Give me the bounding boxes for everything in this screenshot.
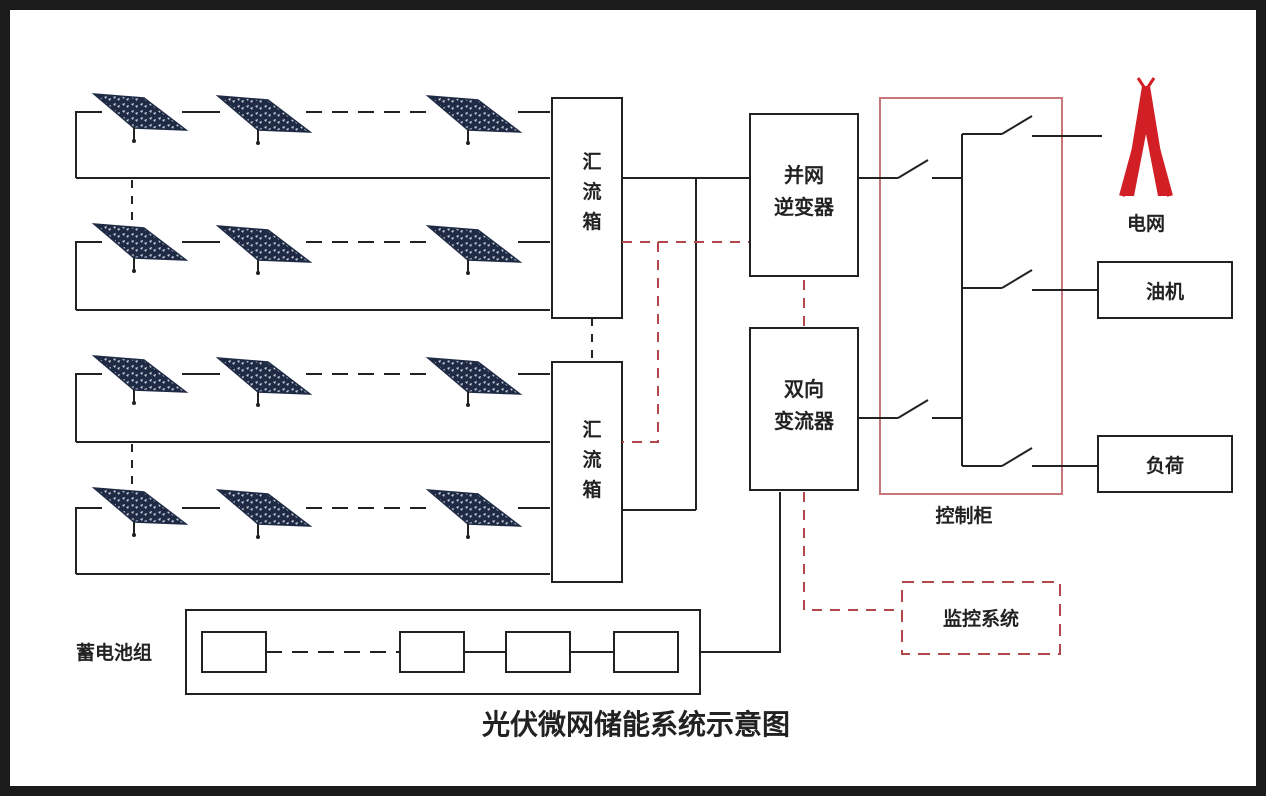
load-label: 负荷 bbox=[1146, 454, 1184, 477]
converter-label-line2: 变流器 bbox=[774, 409, 835, 433]
battery-cell bbox=[613, 631, 679, 673]
diagram-frame: 汇 流 箱 汇 流 箱 并网 逆变器 双向 变流器 控制柜 bbox=[10, 10, 1256, 786]
battery-cell bbox=[399, 631, 465, 673]
combiner-label-2: 流 bbox=[582, 448, 601, 471]
combiner-label-1: 箱 bbox=[582, 210, 601, 233]
battery-cell bbox=[505, 631, 571, 673]
control-cabinet-label: 控制柜 bbox=[935, 504, 992, 527]
diagram-caption: 光伏微网储能系统示意图 bbox=[481, 708, 790, 741]
monitoring-system-label: 监控系统 bbox=[943, 607, 1019, 630]
transmission-tower-icon bbox=[1119, 77, 1173, 197]
control-signal-lines bbox=[622, 241, 900, 611]
dc-bus-wiring bbox=[622, 177, 750, 511]
pv-microgrid-diagram: 汇 流 箱 汇 流 箱 并网 逆变器 双向 变流器 控制柜 bbox=[75, 77, 1233, 741]
combiner-label-2: 汇 bbox=[582, 419, 601, 441]
converter-label-line1: 双向 bbox=[784, 377, 824, 401]
battery-group-label: 蓄电池组 bbox=[76, 641, 152, 664]
combiner-label-1: 流 bbox=[582, 180, 601, 203]
pv-array bbox=[75, 111, 593, 575]
grid-inverter: 并网 逆变器 bbox=[749, 113, 859, 277]
solar-panel-icon bbox=[93, 93, 521, 540]
combiner-box-1: 汇 流 箱 bbox=[551, 97, 623, 319]
combiner-label-2: 箱 bbox=[582, 478, 601, 501]
diesel-generator-label: 油机 bbox=[1146, 281, 1184, 303]
combiner-label-1: 汇 bbox=[582, 151, 601, 173]
battery-dc-link bbox=[700, 492, 781, 653]
combiner-box-2: 汇 流 箱 bbox=[551, 361, 623, 583]
battery-cell bbox=[201, 631, 267, 673]
grid-inverter-label-line1: 并网 bbox=[784, 163, 824, 187]
ac-switchgear bbox=[858, 115, 1102, 467]
diesel-generator-box: 油机 bbox=[1097, 261, 1233, 319]
battery-bank bbox=[185, 609, 701, 695]
control-cabinet: 控制柜 bbox=[879, 97, 1063, 527]
grid-label: 电网 bbox=[1127, 212, 1165, 235]
bidirectional-converter: 双向 变流器 bbox=[749, 327, 859, 491]
monitoring-system-box: 监控系统 bbox=[901, 581, 1061, 655]
load-box: 负荷 bbox=[1097, 435, 1233, 493]
grid-inverter-label-line2: 逆变器 bbox=[774, 195, 835, 219]
